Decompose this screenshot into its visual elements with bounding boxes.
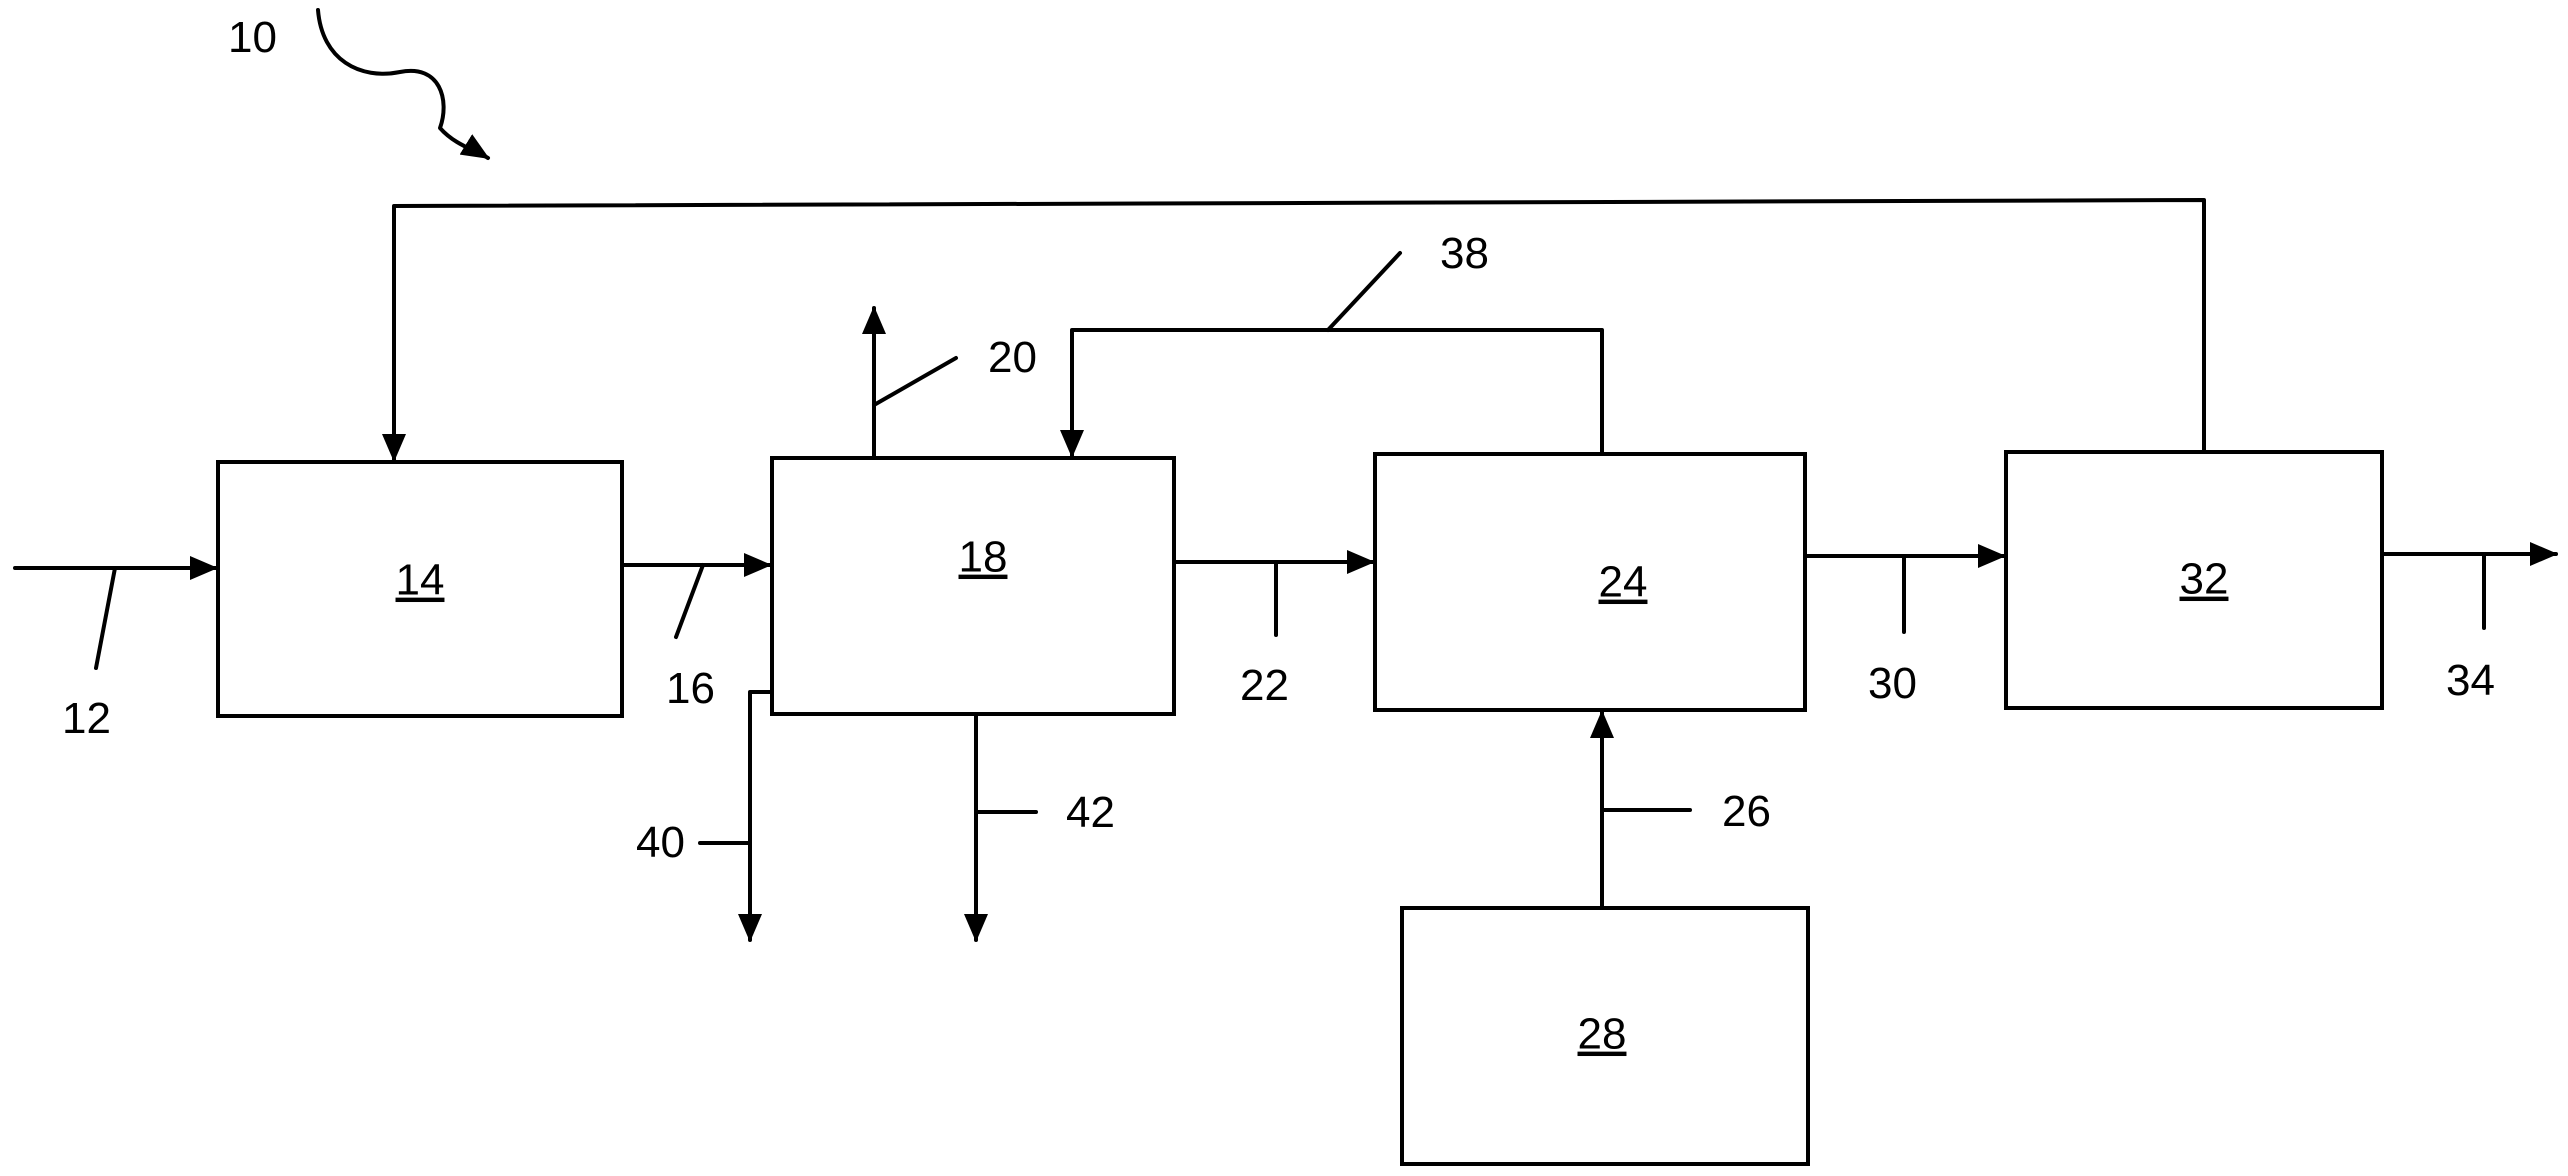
stream-30-label: 30 [1868, 659, 1917, 708]
stream-26-label: 26 [1722, 787, 1771, 836]
stream-recycle-32-to-14 [382, 198, 2206, 462]
stream-40-arrow [738, 690, 774, 942]
stream-34: 34 [2380, 542, 2558, 705]
stream-38: 38 [1060, 229, 1604, 458]
stream-12-leader [94, 566, 117, 670]
box-28-label: 28 [1578, 1010, 1627, 1059]
stream-38-arrow [1060, 328, 1604, 458]
stream-38-label: 38 [1440, 229, 1489, 278]
process-unit-32: 32 [2004, 450, 2384, 710]
box-32-label: 32 [2180, 555, 2229, 604]
stream-30: 30 [1803, 544, 2006, 708]
box-24-frame [1373, 452, 1807, 712]
box-28-frame [1400, 906, 1810, 1166]
process-unit-14: 14 [216, 460, 624, 718]
process-unit-24: 24 [1373, 452, 1807, 712]
figure-reference-leader [316, 8, 490, 160]
process-unit-28: 28 [1400, 906, 1810, 1166]
stream-12-label: 12 [62, 694, 111, 743]
stream-22: 22 [1172, 550, 1375, 710]
stream-40-label: 40 [636, 818, 685, 867]
stream-16-label: 16 [666, 664, 715, 713]
stream-38-leader [1326, 251, 1402, 332]
stream-42: 42 [964, 712, 1115, 942]
box-14-label: 14 [396, 556, 445, 605]
stream-recycle-32-to-14-arrow [382, 198, 2206, 462]
stream-26: 26 [1590, 710, 1771, 910]
box-32-frame [2004, 450, 2384, 710]
process-unit-18: 18 [770, 456, 1176, 716]
box-18-label: 18 [959, 533, 1008, 582]
figure-reference-label: 10 [228, 13, 277, 62]
stream-20: 20 [862, 306, 1037, 460]
box-14-frame [216, 460, 624, 718]
stream-42-label: 42 [1066, 788, 1115, 837]
stream-22-label: 22 [1240, 661, 1289, 710]
stream-16-leader [674, 563, 705, 639]
stream-20-leader [872, 356, 958, 407]
stream-16: 16 [620, 553, 772, 713]
stream-20-label: 20 [988, 333, 1037, 382]
stream-12: 12 [13, 556, 218, 743]
stream-34-label: 34 [2446, 656, 2495, 705]
stream-40: 40 [636, 690, 774, 942]
box-24-label: 24 [1599, 558, 1648, 607]
box-18-frame [770, 456, 1176, 716]
